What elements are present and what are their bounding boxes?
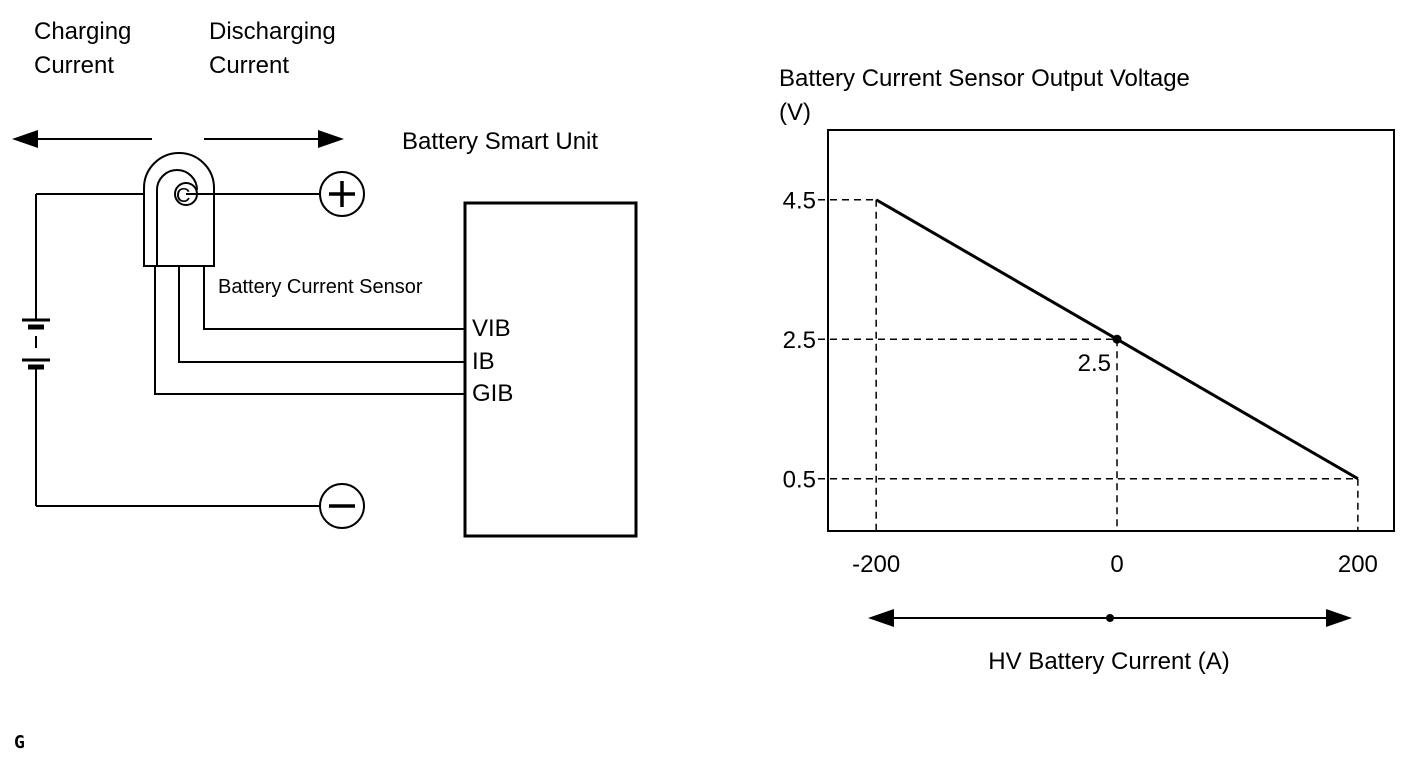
y-tick-label: 2.5 xyxy=(783,327,816,354)
charging-direction-arrow xyxy=(12,130,152,148)
voltage-current-chart: Battery Current Sensor Output Voltage (V… xyxy=(779,65,1395,675)
hv-current-axis-arrow xyxy=(868,609,1352,627)
y-tick-label: 0.5 xyxy=(783,467,816,494)
x-tick-label: 0 xyxy=(1110,551,1123,578)
x-tick-labels: -200 0 200 xyxy=(852,551,1378,578)
charging-current-label-line1: Charging xyxy=(34,18,131,45)
circuit-diagram: Charging Current Discharging Current Bat… xyxy=(12,18,638,538)
pin-vib-label: VIB xyxy=(472,315,511,342)
svg-text:C: C xyxy=(176,185,190,207)
battery-current-sensor: C xyxy=(143,152,215,267)
figure-code: G xyxy=(14,732,25,753)
y-tick-label: 4.5 xyxy=(783,188,816,215)
discharging-direction-arrow xyxy=(204,130,344,148)
plot-frame xyxy=(827,129,1395,532)
discharging-current-label-line1: Discharging xyxy=(209,18,336,45)
discharging-current-label-line2: Current xyxy=(209,52,289,79)
y-tick-labels: 4.5 2.5 0.5 xyxy=(783,188,816,494)
battery-smart-unit-box xyxy=(463,201,638,538)
data-point-marker xyxy=(1112,334,1122,344)
x-axis-label: HV Battery Current (A) xyxy=(988,648,1229,675)
series-group: 2.5 xyxy=(875,198,1359,480)
charging-current-label-line2: Current xyxy=(34,52,114,79)
y-axis-unit-label: (V) xyxy=(779,99,811,126)
x-tick-label: 200 xyxy=(1338,551,1378,578)
chart-title: Battery Current Sensor Output Voltage xyxy=(779,65,1190,92)
battery-smart-unit-label: Battery Smart Unit xyxy=(402,128,598,155)
pin-ib-label: IB xyxy=(472,348,495,375)
minus-terminal-icon xyxy=(319,483,365,529)
battery-current-sensor-label: Battery Current Sensor xyxy=(218,276,423,298)
battery-icon xyxy=(22,318,50,370)
sensor-signal-wires xyxy=(154,266,466,395)
plus-terminal-icon xyxy=(319,171,365,217)
x-tick-label: -200 xyxy=(852,551,900,578)
pin-gib-label: GIB xyxy=(472,380,513,407)
data-point-label: 2.5 xyxy=(1078,350,1111,377)
guide-lines xyxy=(818,198,1359,531)
